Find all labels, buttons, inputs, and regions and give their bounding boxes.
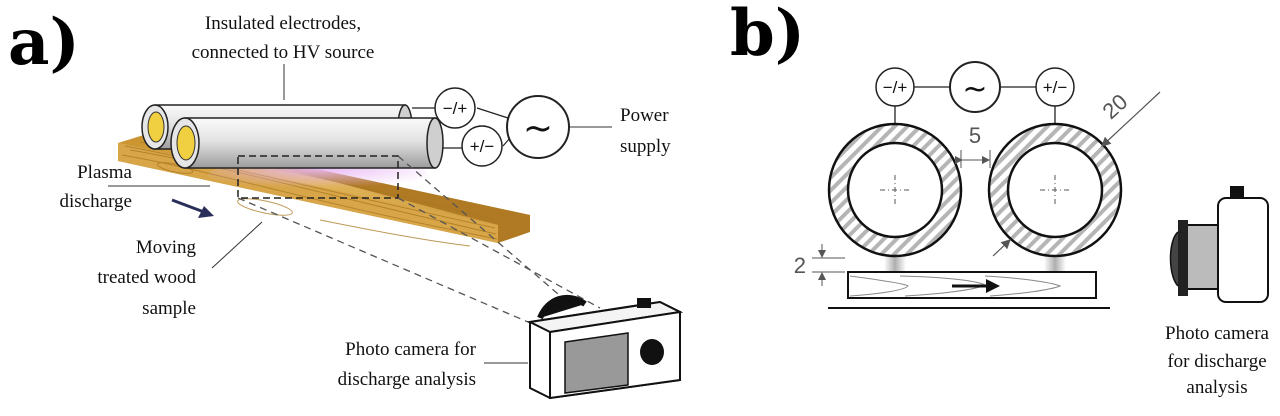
- diameter-value: 20: [1098, 89, 1133, 124]
- camera-b-label-3: analysis: [1186, 377, 1247, 398]
- panel-b-label: b): [730, 0, 805, 71]
- polarity-bottom: +/−: [470, 137, 495, 156]
- power-tilde: ~: [523, 108, 553, 149]
- electrode-right-section: [987, 122, 1123, 258]
- plasma-label-2: discharge: [60, 191, 132, 212]
- power-label-1: Power: [620, 105, 669, 126]
- sample-label-2: treated wood: [97, 267, 196, 288]
- panel-a-label: a): [8, 5, 80, 80]
- camera-b-label-2: for discharge: [1167, 351, 1266, 372]
- gap-value: 5: [969, 123, 981, 148]
- camera-b: [1169, 186, 1269, 303]
- distance-dimension: [812, 244, 845, 286]
- electrodes-label-2: connected to HV source: [192, 42, 375, 63]
- power-symbol-b: [949, 61, 1001, 113]
- sample-label-3: sample: [142, 298, 196, 319]
- polarity-top-circle: [434, 87, 476, 129]
- polarity-right: +/−: [1043, 78, 1068, 97]
- polarity-top: −/+: [443, 99, 468, 118]
- camera-a-label-1: Photo camera for: [345, 339, 477, 360]
- polarity-right-circle: [1035, 67, 1075, 107]
- analysis-region: [237, 155, 399, 199]
- electrode-left-section: [827, 122, 963, 258]
- diameter-dimension: [992, 91, 1161, 257]
- power-supply-symbol: [506, 95, 570, 159]
- electrode-front: [170, 117, 444, 169]
- camera-a-label-2: discharge analysis: [338, 369, 476, 390]
- camera-a: [526, 294, 684, 400]
- electrodes-label-1: Insulated electrodes,: [205, 13, 361, 34]
- camera-b-label-1: Photo camera: [1165, 323, 1270, 344]
- polarity-left-circle: [875, 67, 915, 107]
- polarity-bottom-circle: [461, 125, 503, 167]
- plasma-label-1: Plasma: [77, 162, 132, 183]
- wood-sample-b: [828, 271, 1110, 309]
- gap-dimension: [955, 150, 991, 168]
- power-label-2: supply: [620, 136, 671, 157]
- movement-arrow: [171, 198, 214, 218]
- sample-label-1: Moving: [136, 237, 197, 258]
- power-tilde-b: ~: [962, 72, 987, 107]
- wires-a: [412, 107, 511, 149]
- distance-value: 2: [794, 253, 806, 278]
- wires-b: [894, 86, 1056, 125]
- sight-lines: [237, 155, 601, 326]
- polarity-left: −/+: [883, 78, 908, 97]
- movement-arrow-b: [952, 279, 1000, 293]
